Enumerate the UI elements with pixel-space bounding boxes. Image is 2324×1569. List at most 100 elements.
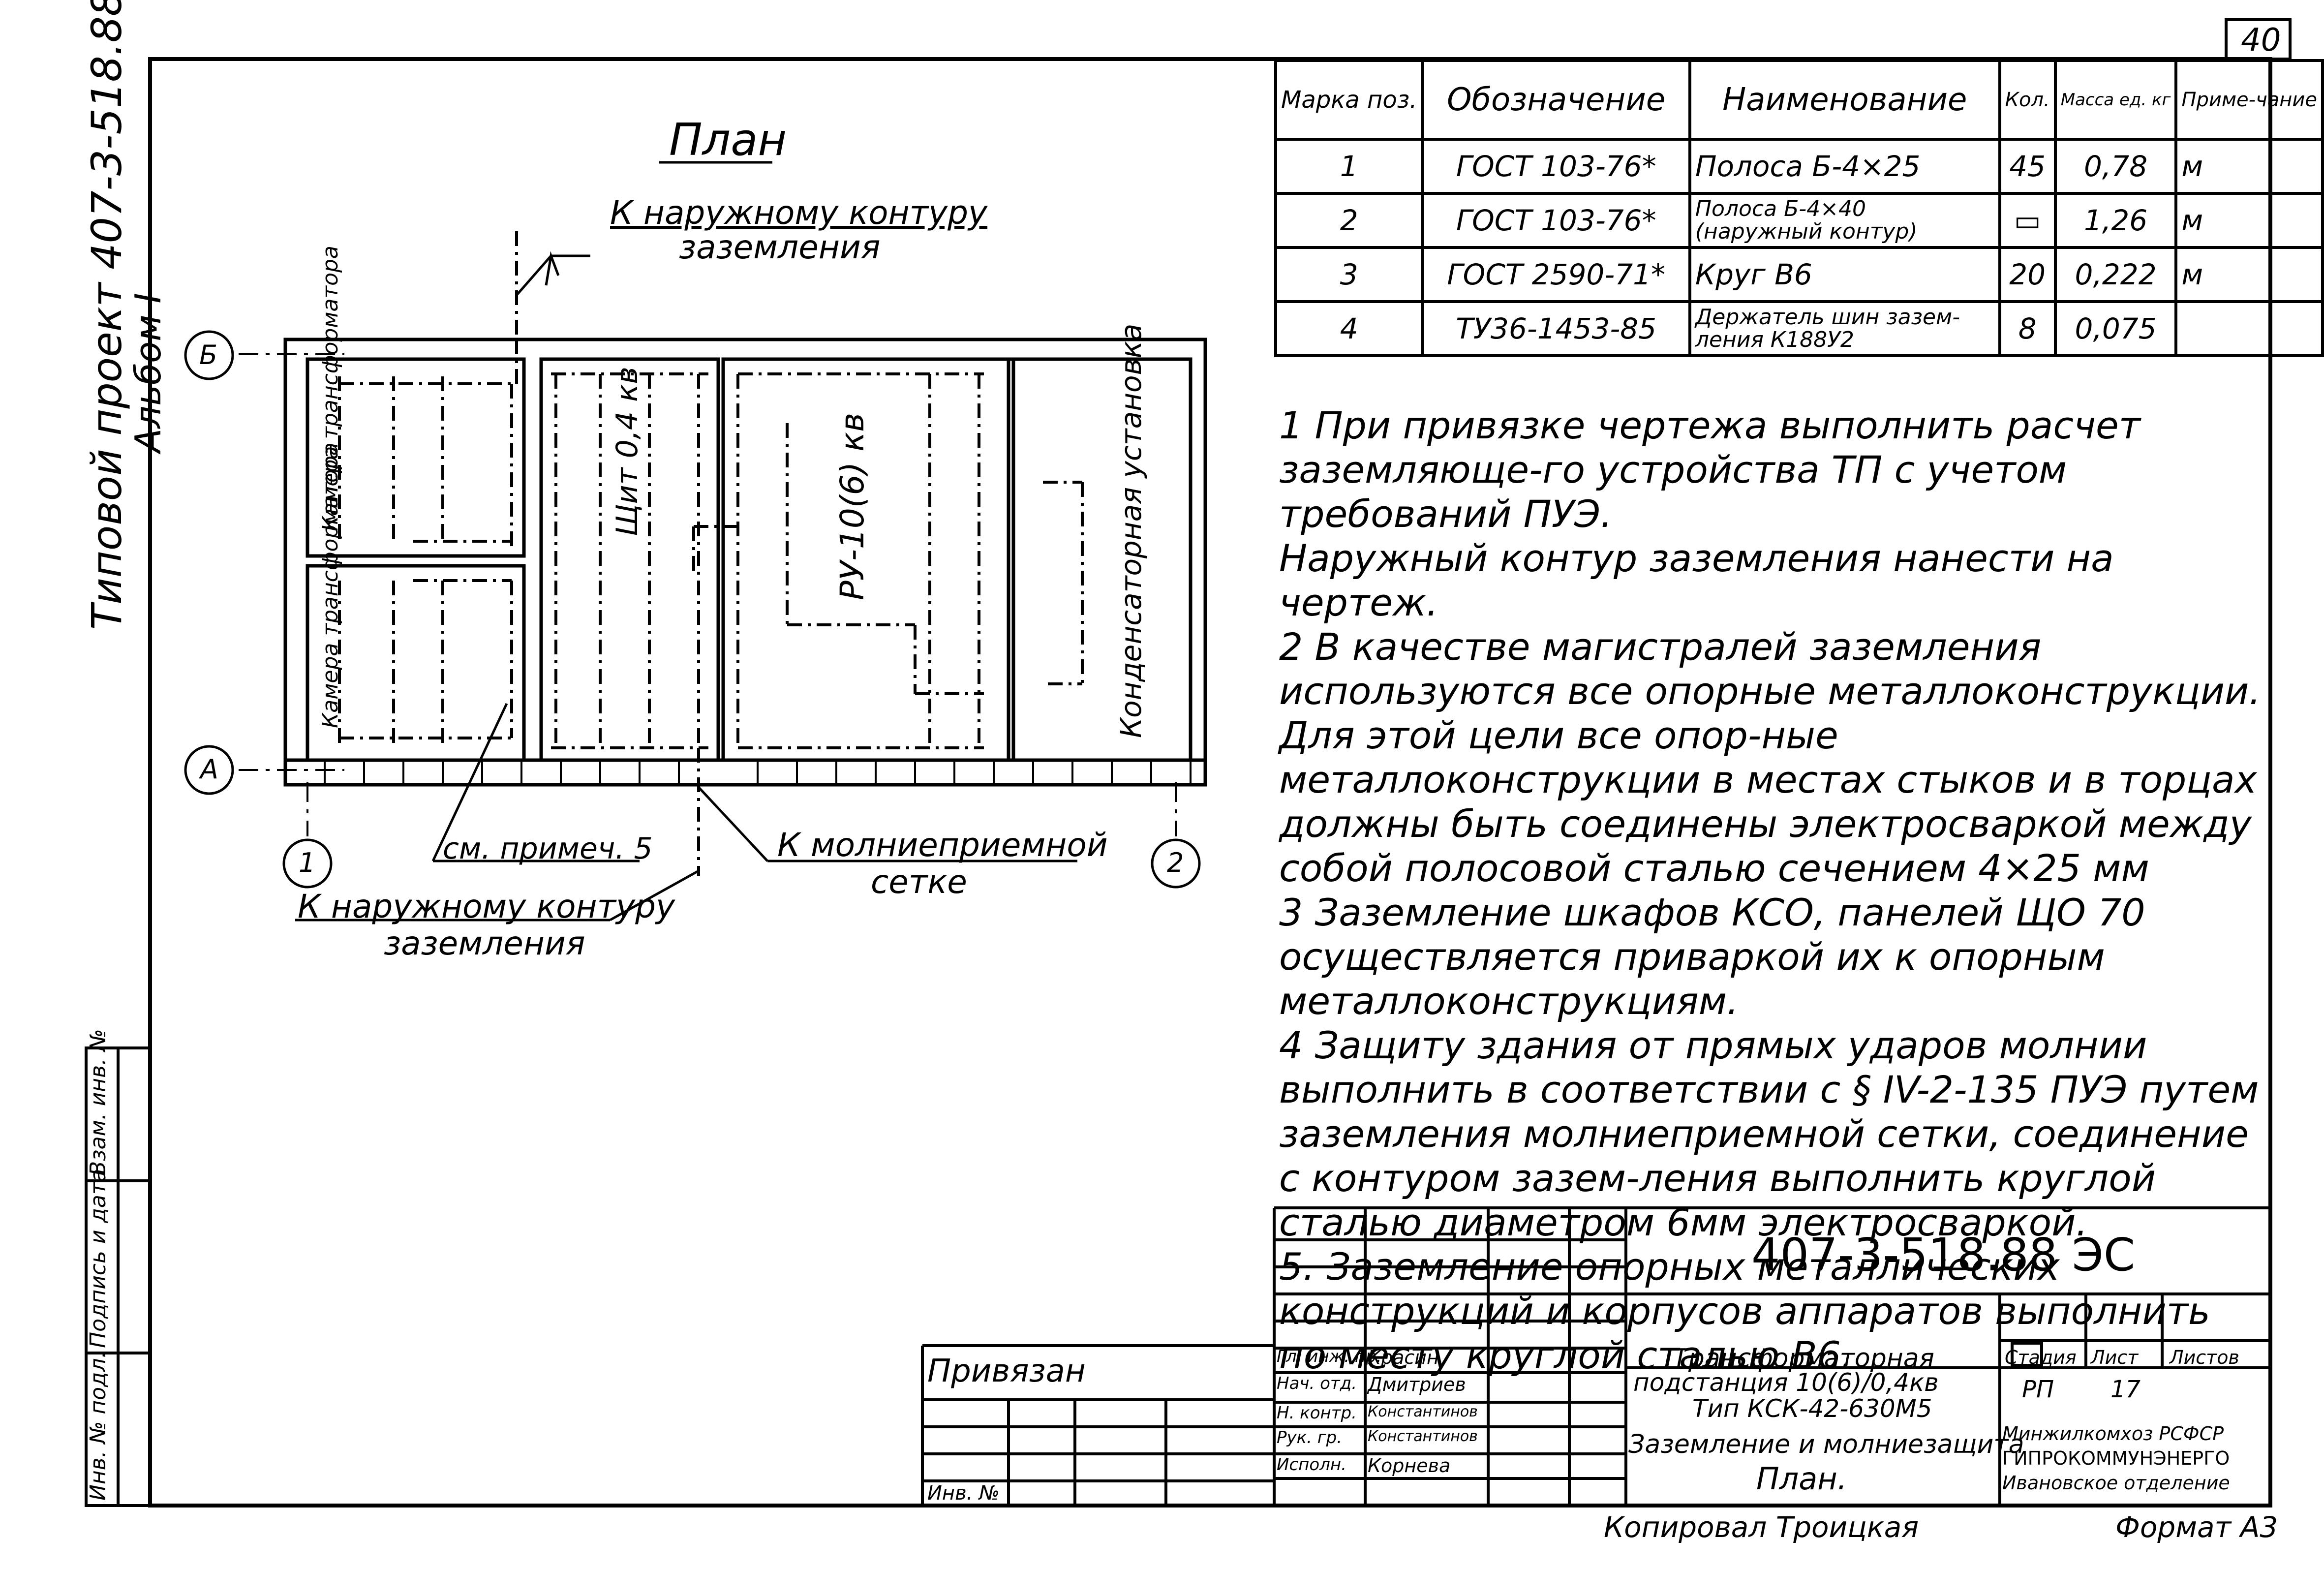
- label-lightning-2: сетке: [871, 863, 967, 901]
- sheet-number-box: [2225, 18, 2292, 61]
- name-1: Красин: [1368, 1347, 1439, 1368]
- sheet-number: 40: [2241, 22, 2281, 59]
- note-2: 2 В качестве магистралей заземления испо…: [1279, 625, 2261, 890]
- doc-code: 407-3-518.88 ЭС: [1751, 1229, 2136, 1281]
- note-1b: Наружный контур заземления нанести на че…: [1279, 536, 2114, 624]
- cell: ▭: [1998, 192, 2057, 249]
- note-4: 4 Защиту здания от прямых ударов молнии …: [1279, 1023, 2259, 1244]
- sheet-title-1: Заземление и молниезащита: [1628, 1430, 2024, 1459]
- hdr-designation: Обозначение: [1421, 59, 1691, 141]
- note-1: 1 При привязке чертежа выполнить расчет …: [1279, 403, 2141, 536]
- left-stamp: [85, 1046, 152, 1507]
- side-album-label: Альбом I: [127, 293, 169, 453]
- spec-header-row: Марка поз. Обозначение Наименование Кол.…: [1274, 59, 2324, 141]
- object-line-1: Трансформаторная: [1673, 1344, 1934, 1373]
- sheet-frame: [148, 57, 2272, 1507]
- label-outer-top-1: К наружному контуру: [610, 194, 988, 232]
- note-5: 5. Заземление опорных металлических конс…: [1279, 1245, 2210, 1377]
- sheets-label: Листов: [2170, 1347, 2239, 1368]
- object-line-2: подстанция 10(6)/0,4кв: [1633, 1368, 1939, 1397]
- grid-axes: [239, 353, 1177, 836]
- cell: ГОСТ 2590-71*: [1421, 246, 1691, 303]
- label-lightning-1: К молниеприемной: [777, 826, 1108, 864]
- hdr-note: Приме-чание: [2174, 59, 2324, 141]
- role-5: Исполн.: [1277, 1455, 1346, 1475]
- hdr-qty: Кол.: [1998, 59, 2057, 141]
- cell: Держатель шин зазем-ления К188У2: [1688, 300, 2001, 357]
- side-project-label: Типовой проект 407-3-518.88: [83, 0, 131, 630]
- cell: 2: [1274, 192, 1424, 249]
- role-3: Н. контр.: [1277, 1403, 1357, 1423]
- axis-b-label: Б: [199, 339, 218, 370]
- cell: м: [2174, 246, 2324, 303]
- axis-bubbles: [184, 330, 1201, 889]
- cell: Полоса Б-4×40 (наружный контур): [1688, 192, 2001, 249]
- cell: 20: [1998, 246, 2057, 303]
- leaders: [295, 251, 1077, 922]
- cell: 0,222: [2053, 246, 2178, 303]
- object-line-3: Тип КСК-42-630М5: [1692, 1394, 1932, 1423]
- cell: Круг В6: [1688, 246, 2001, 303]
- inv-no-label: Инв. №: [927, 1482, 1000, 1505]
- bottom-wall-hatch: [324, 760, 1192, 785]
- copied-by: Копировал Троицкая: [1604, 1510, 1919, 1544]
- grounding-lines: [338, 231, 1084, 876]
- sheet-value: 17: [2110, 1376, 2141, 1403]
- stamp-vzam: Взам. инв. №: [86, 1029, 111, 1176]
- cell: м: [2174, 138, 2324, 195]
- cell: ГОСТ 103-76*: [1421, 192, 1691, 249]
- spec-row: 4 ТУ36-1453-85 Держатель шин зазем-ления…: [1274, 300, 2324, 357]
- specification-table: Марка поз. Обозначение Наименование Кол.…: [1274, 59, 2324, 357]
- cell: ГОСТ 103-76*: [1421, 138, 1691, 195]
- notes-block: 1 При привязке чертежа выполнить расчет …: [1279, 403, 2268, 1378]
- stamp-inv-podl: Инв. № подл.: [86, 1351, 111, 1501]
- axis-2-label: 2: [1167, 847, 1184, 878]
- axis-a-label: А: [200, 754, 218, 785]
- cell: 45: [1998, 138, 2057, 195]
- spec-row: 3 ГОСТ 2590-71* Круг В6 20 0,222 м: [1274, 246, 2324, 303]
- plan-title: План: [669, 114, 787, 166]
- room-ru: РУ-10(6) кв: [833, 412, 871, 600]
- note-3: 3 Заземление шкафов КСО, панелей ЩО 70 о…: [1279, 891, 2145, 1023]
- label-see-note: см. примеч. 5: [443, 831, 653, 866]
- stage-value: РП: [2022, 1376, 2054, 1403]
- label-outer-top-2: заземления: [679, 228, 881, 266]
- axis-1-label: 1: [299, 847, 316, 878]
- room-shield: Щит 0,4 кв: [610, 367, 644, 536]
- hdr-mass: Масса ед. кг: [2053, 59, 2178, 141]
- org-line-2: ГИПРОКОММУНЭНЕРГО: [2002, 1447, 2230, 1469]
- sheet-title-2: План.: [1756, 1461, 1847, 1497]
- cell: 1: [1274, 138, 1424, 195]
- stage-label: Стадия: [2005, 1347, 2077, 1368]
- cell: 0,78: [2053, 138, 2178, 195]
- stamp-podpis: Подпись и дата: [86, 1169, 111, 1348]
- role-2: Нач. отд.: [1277, 1374, 1357, 1393]
- cell: 1,26: [2053, 192, 2178, 249]
- cell: ТУ36-1453-85: [1421, 300, 1691, 357]
- cell: Полоса Б-4×25: [1688, 138, 2001, 195]
- title-block-grid: [921, 1206, 2270, 1506]
- spec-row: 1 ГОСТ 103-76* Полоса Б-4×25 45 0,78 м: [1274, 138, 2324, 195]
- room-condenser: Конденсаторная установка: [1114, 323, 1148, 738]
- privyazan-label: Привязан: [927, 1353, 1086, 1389]
- building-plan: [283, 338, 1207, 787]
- format-label: Формат А3: [2115, 1510, 2278, 1544]
- room-camera-2: Камера трансформатора: [318, 442, 343, 728]
- label-outer-bottom-1: К наружному контуру: [298, 888, 675, 925]
- role-1: Гл. инж. пр.: [1277, 1347, 1382, 1366]
- name-2: Дмитриев: [1368, 1374, 1466, 1395]
- hdr-name: Наименование: [1688, 59, 2001, 141]
- cell: м: [2174, 192, 2324, 249]
- role-4: Рук. гр.: [1277, 1428, 1343, 1447]
- spec-row: 2 ГОСТ 103-76* Полоса Б-4×40 (наружный к…: [1274, 192, 2324, 249]
- name-5: Корнева: [1368, 1455, 1451, 1477]
- cell: 3: [1274, 246, 1424, 303]
- hdr-marka: Марка поз.: [1274, 59, 1424, 141]
- org-line-3: Ивановское отделение: [2002, 1472, 2230, 1494]
- org-line-1: Минжилкомхоз РСФСР: [2002, 1423, 2224, 1445]
- cell: 0,075: [2053, 300, 2178, 357]
- name-3: Константинов: [1368, 1403, 1478, 1420]
- sheet-label: Лист: [2091, 1347, 2139, 1368]
- cell: 8: [1998, 300, 2057, 357]
